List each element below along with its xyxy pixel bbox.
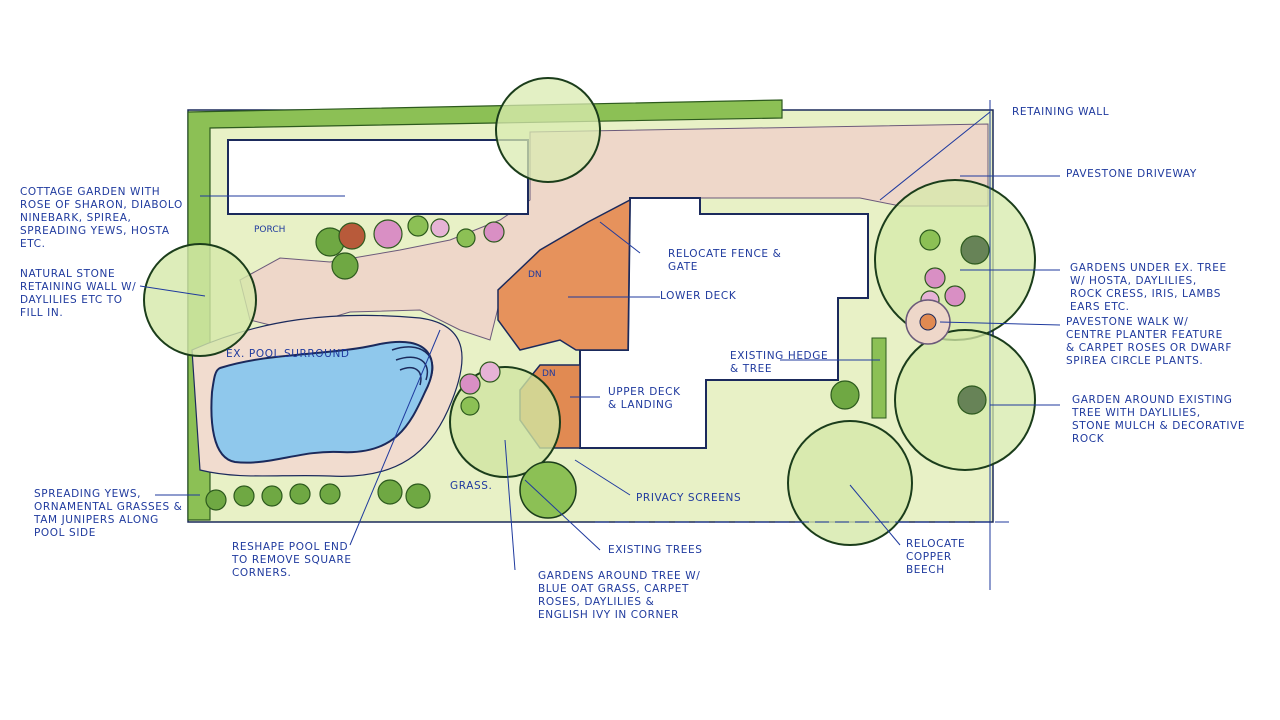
- tree-canopy-small: [519, 461, 577, 519]
- leader-lines: [139, 100, 1061, 590]
- pavestone-walk-label: Pavestone walk w/ centre planter feature…: [1066, 316, 1233, 367]
- spreading-yews-label: Spreading yews, ornamental grasses & tam…: [34, 488, 183, 539]
- tree-canopy-center: [449, 366, 561, 478]
- retaining-wall-label: Retaining wall: [1012, 106, 1110, 118]
- natural-stone-wall-label: Natural stone retaining wall w/ daylilie…: [20, 268, 137, 319]
- relocate-fence-label: Relocate fence & gate: [668, 248, 782, 273]
- gardens-around-tree-blue-label: Gardens around tree w/ blue oat grass, c…: [538, 570, 701, 621]
- privacy-screens-label: Privacy screens: [636, 492, 742, 504]
- cottage-garden-label: Cottage garden with rose of sharon, diab…: [20, 186, 183, 250]
- garden-around-tree-label: Garden around existing tree with daylili…: [1072, 394, 1246, 445]
- lower-deck: [497, 198, 631, 351]
- upper-deck-label: Upper deck & landing: [608, 386, 681, 411]
- existing-hedge-label: Existing hedge & tree: [730, 350, 829, 375]
- relocate-beech-label: Relocate copper beech: [906, 538, 966, 576]
- existing-trees-label: Existing trees: [608, 544, 703, 556]
- shrub-cluster: [205, 215, 990, 511]
- pavestone-driveway-label: Pavestone driveway: [1066, 168, 1197, 180]
- centre-planter: [919, 313, 937, 331]
- lower-deck-label: Lower deck: [660, 290, 737, 302]
- reshape-pool-label: Reshape pool end to remove square corner…: [232, 541, 352, 579]
- tree-canopy-top: [495, 77, 601, 183]
- pavestone-driveway: [239, 123, 989, 341]
- copper-beech-tree: [787, 420, 913, 546]
- existing-hedge: [871, 337, 887, 419]
- pool-surround-label: Ex. pool surround: [226, 348, 350, 360]
- tree-canopy-right-upper: [874, 179, 1036, 341]
- stairs-down-label-1: DN: [528, 270, 542, 280]
- gardens-under-tree-label: Gardens under ex. tree w/ hosta, daylili…: [1070, 262, 1227, 313]
- swimming-pool: [210, 340, 434, 464]
- grass-label: Grass.: [450, 480, 493, 492]
- stairs-down-label-2: DN: [542, 369, 556, 379]
- perimeter-hedge: [187, 99, 783, 521]
- pool-steps: [391, 346, 434, 386]
- porch-label: Porch: [254, 225, 286, 235]
- house-footprint: [227, 139, 529, 215]
- tree-canopy-left: [143, 243, 257, 357]
